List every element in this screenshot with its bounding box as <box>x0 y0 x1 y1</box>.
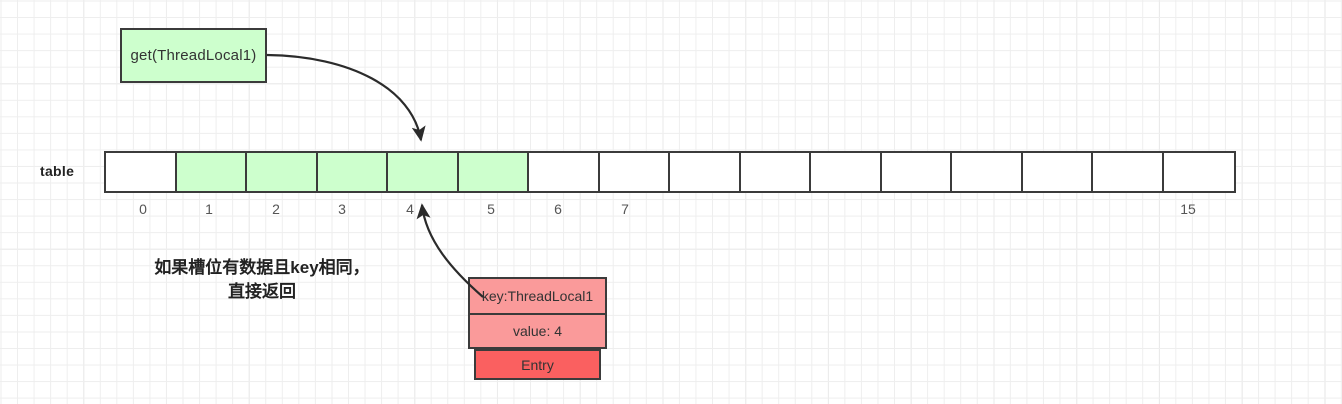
entry-key-label: key:ThreadLocal1 <box>481 288 594 304</box>
table-slot-11[interactable] <box>881 153 952 191</box>
table-slot-7[interactable] <box>599 153 670 191</box>
table-slot-3[interactable] <box>317 153 388 191</box>
table-slot-14[interactable] <box>1093 153 1164 191</box>
entry-value-label: value: 4 <box>512 323 563 339</box>
get-call-label: get(ThreadLocal1) <box>130 47 257 64</box>
table-slot-4[interactable] <box>388 153 459 191</box>
table-slot-10[interactable] <box>811 153 882 191</box>
explanation-note: 如果槽位有数据且key相同， 直接返回 <box>112 256 412 304</box>
table-slot-row <box>104 151 1236 193</box>
index-label-1: 1 <box>205 201 213 217</box>
note-line-1: 如果槽位有数据且key相同， <box>154 258 370 277</box>
entry-key-cell[interactable]: key:ThreadLocal1 <box>468 277 607 313</box>
arrow-call-to-slot4 <box>266 53 426 142</box>
entry-caption-box[interactable]: Entry <box>474 349 601 380</box>
table-slot-13[interactable] <box>1022 153 1093 191</box>
index-label-0: 0 <box>139 201 147 217</box>
entry-caption-label: Entry <box>521 356 554 373</box>
table-slot-12[interactable] <box>952 153 1023 191</box>
table-label: table <box>40 163 75 179</box>
index-label-6: 6 <box>554 201 562 217</box>
table-slot-2[interactable] <box>247 153 318 191</box>
note-line-2: 直接返回 <box>228 282 296 302</box>
table-slot-8[interactable] <box>670 153 741 191</box>
table-slot-0[interactable] <box>106 153 177 191</box>
index-label-5: 5 <box>487 201 495 217</box>
index-label-3: 3 <box>338 201 346 217</box>
table-slot-15[interactable] <box>1163 153 1234 191</box>
table-slot-5[interactable] <box>458 153 529 191</box>
table-slot-6[interactable] <box>529 153 600 191</box>
index-label-2: 2 <box>272 201 280 217</box>
table-slot-1[interactable] <box>176 153 247 191</box>
get-call-box[interactable]: get(ThreadLocal1) <box>120 28 267 83</box>
table-slot-9[interactable] <box>740 153 811 191</box>
index-label-15: 15 <box>1180 201 1196 217</box>
entry-group: key:ThreadLocal1 value: 4 Entry <box>468 277 607 380</box>
index-label-4: 4 <box>406 201 414 217</box>
entry-value-cell[interactable]: value: 4 <box>468 313 607 349</box>
index-label-7: 7 <box>621 201 629 217</box>
